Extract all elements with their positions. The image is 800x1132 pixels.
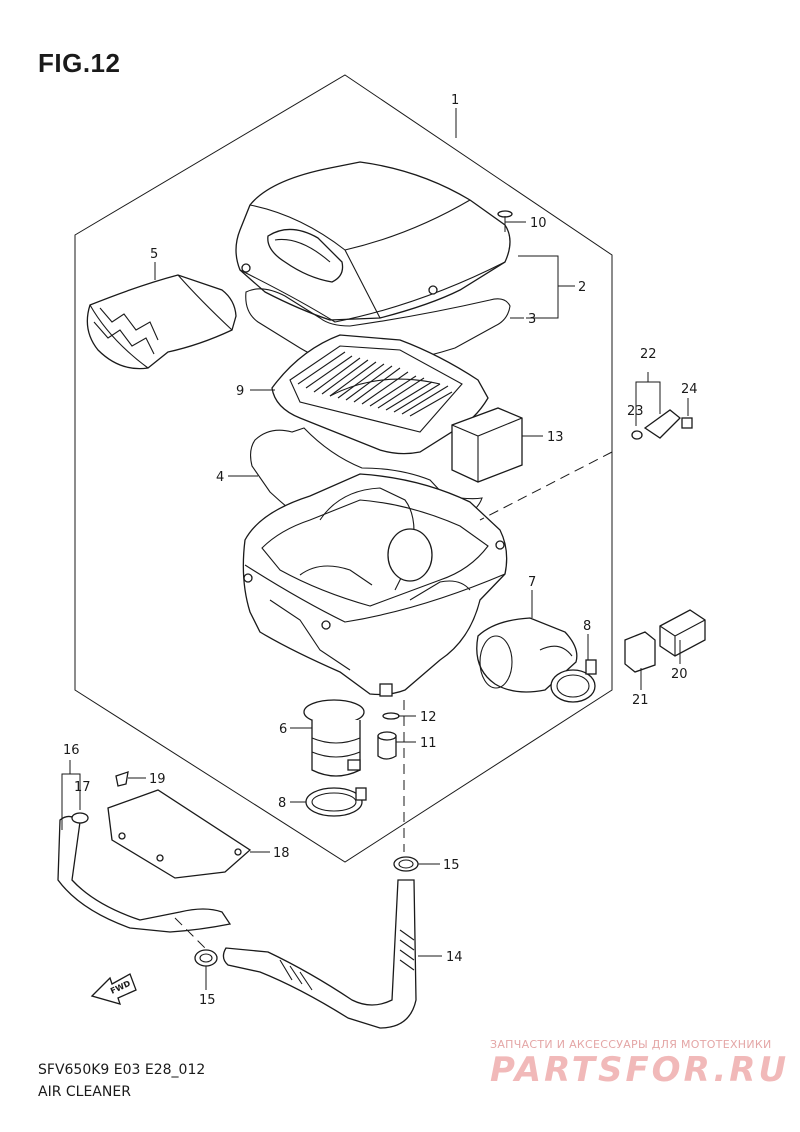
part-clamp-lower xyxy=(305,787,367,817)
part-clip xyxy=(115,771,129,787)
callout-7: 7 xyxy=(528,575,536,590)
alignment-line-sensor xyxy=(479,451,613,521)
callout-3: 3 xyxy=(528,312,536,327)
callout-15-upper: 15 xyxy=(443,858,460,873)
part-drain-cap xyxy=(377,731,397,760)
callout-8-right: 8 xyxy=(583,619,591,634)
callout-21: 21 xyxy=(632,693,649,708)
callout-5: 5 xyxy=(150,247,158,262)
part-screw xyxy=(497,210,513,232)
part-hose-clamp-lower xyxy=(194,949,218,967)
alignment-line-breather xyxy=(174,917,206,949)
part-breather-tube xyxy=(57,812,232,933)
part-cover xyxy=(235,161,511,323)
part-filter-element xyxy=(271,334,489,455)
part-clamp-right xyxy=(550,659,597,703)
callout-15-lower: 15 xyxy=(199,993,216,1008)
callout-6: 6 xyxy=(279,722,287,737)
callout-16: 16 xyxy=(63,743,80,758)
part-intake-duct xyxy=(86,274,237,370)
callout-2: 2 xyxy=(578,280,586,295)
figure-name: AIR CLEANER xyxy=(38,1084,131,1100)
callout-12: 12 xyxy=(420,710,437,725)
figure-title: FIG.12 xyxy=(38,48,121,78)
part-drain-hose xyxy=(222,879,417,1029)
fwd-direction-arrow: FWD xyxy=(90,973,137,1005)
callout-23: 23 xyxy=(627,404,644,419)
callout-19: 19 xyxy=(149,772,166,787)
callout-24: 24 xyxy=(681,382,698,397)
assembly-outline xyxy=(74,74,613,863)
part-hose-clamp-upper xyxy=(393,856,419,872)
part-bracket xyxy=(624,631,656,673)
callout-9: 9 xyxy=(236,384,244,399)
callout-13: 13 xyxy=(547,430,564,445)
callout-11: 11 xyxy=(420,736,437,751)
part-housing xyxy=(242,473,508,697)
part-outlet-tube xyxy=(476,617,578,693)
part-intake-sensor xyxy=(631,409,693,440)
callout-17: 17 xyxy=(74,780,91,795)
part-foam-block xyxy=(451,407,523,483)
part-rubber-joint xyxy=(303,699,365,777)
callout-22: 22 xyxy=(640,347,657,362)
part-connector xyxy=(659,609,706,657)
callout-1: 1 xyxy=(451,93,459,108)
callout-18: 18 xyxy=(273,846,290,861)
figure-code: SFV650K9 E03 E28_012 xyxy=(38,1062,206,1078)
callout-10: 10 xyxy=(530,216,547,231)
watermark-tagline: ЗАПЧАСТИ И АКСЕССУАРЫ ДЛЯ МОТОТЕХНИКИ xyxy=(490,1038,772,1051)
watermark-brand: PARTSFOR.RU xyxy=(490,1050,790,1090)
part-o-ring xyxy=(382,712,400,720)
callout-14: 14 xyxy=(446,950,463,965)
callout-4: 4 xyxy=(216,470,224,485)
callout-20: 20 xyxy=(671,667,688,682)
part-plate xyxy=(107,789,252,879)
callout-8-lower: 8 xyxy=(278,796,286,811)
leader-lines xyxy=(61,108,689,990)
